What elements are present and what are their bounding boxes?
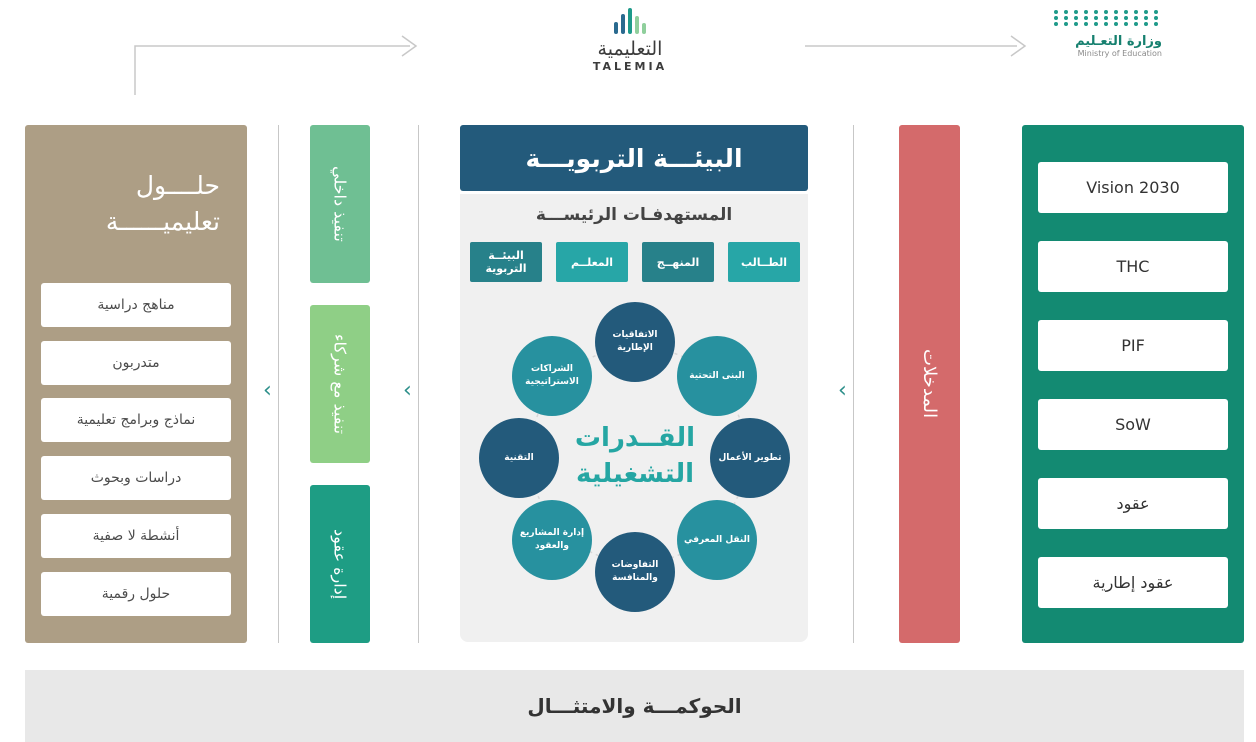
target-chip: المعلــم xyxy=(556,242,628,282)
target-chip: المنهــج xyxy=(642,242,714,282)
solution-item: أنشطة لا صفية xyxy=(41,514,231,558)
capability-circle: تطوير الأعمال xyxy=(710,418,790,498)
talemia-bars-icon xyxy=(575,8,685,34)
execution-contracts: إدارة عقود xyxy=(310,485,370,643)
capability-circle: النقل المعرفي xyxy=(677,500,757,580)
chevron-left-icon: ‹ xyxy=(838,378,847,403)
solution-item: دراسات وبحوث xyxy=(41,456,231,500)
solution-item: نماذج وبرامج تعليمية xyxy=(41,398,231,442)
capability-circle: التفاوضات والمنافسة xyxy=(595,532,675,612)
input-item: SoW xyxy=(1038,399,1228,450)
talemia-name-ar: التعليمية xyxy=(597,38,663,60)
targets-title: المستهدفـات الرئيســـة xyxy=(535,205,733,225)
capability-circle: البنى التحتية xyxy=(677,336,757,416)
target-chip: البيئــة التربوية xyxy=(470,242,542,282)
inputs-label: المدخلات xyxy=(919,349,940,419)
moe-logo: وزارة التعـليم Ministry of Education xyxy=(1054,10,1162,86)
input-item: عقود إطارية xyxy=(1038,557,1228,608)
moe-name-en: Ministry of Education xyxy=(1077,49,1162,58)
capability-circle: إدارة المشاريع والعقود xyxy=(512,500,592,580)
execution-contracts-label: إدارة عقود xyxy=(330,528,350,600)
solutions-title-line2: تعليميــــــة xyxy=(105,207,220,236)
execution-internal-label: تنفيذ داخلي xyxy=(330,166,350,242)
solution-item: مناهج دراسية xyxy=(41,283,231,327)
flow-arrow-right xyxy=(805,35,1027,57)
target-chip: الطــالب xyxy=(728,242,800,282)
governance-bar: الحوكمـــة والامتثـــال xyxy=(25,670,1244,742)
operational-capabilities-title: القــدرات التشغيلية xyxy=(560,420,710,492)
solutions-title-line1: حلــــول xyxy=(135,171,220,200)
capability-circle: التقنية xyxy=(479,418,559,498)
execution-internal: تنفيذ داخلي xyxy=(310,125,370,283)
solutions-title: حلــــول تعليميــــــة xyxy=(50,168,220,240)
execution-partners-label: تنفيذ مع شركاء xyxy=(330,333,350,435)
solution-item: حلول رقمية xyxy=(41,572,231,616)
inputs-bar: المدخلات xyxy=(899,125,960,643)
chevron-left-icon: ‹ xyxy=(403,378,412,403)
moe-name-ar: وزارة التعـليم xyxy=(1075,34,1162,49)
flow-arrow-left xyxy=(134,35,418,95)
center-title-line1: القــدرات xyxy=(574,423,696,453)
separator-line xyxy=(278,125,279,643)
chevron-left-icon: ‹ xyxy=(263,378,272,403)
talemia-name-en: TALEMIA xyxy=(592,60,668,73)
input-item: عقود xyxy=(1038,478,1228,529)
separator-line xyxy=(418,125,419,643)
input-item: THC xyxy=(1038,241,1228,292)
input-item: PIF xyxy=(1038,320,1228,371)
talemia-logo: التعليمية TALEMIA xyxy=(575,8,685,88)
separator-line xyxy=(853,125,854,643)
environment-title: البيئـــة التربويـــة xyxy=(460,125,808,191)
capability-circle: الاتفاقيات الإطارية xyxy=(595,302,675,382)
moe-dots-icon xyxy=(1054,10,1162,26)
solution-item: متدربون xyxy=(41,341,231,385)
center-title-line2: التشغيلية xyxy=(575,459,695,489)
capability-circle: الشراكات الاستراتيجية xyxy=(512,336,592,416)
execution-partners: تنفيذ مع شركاء xyxy=(310,305,370,463)
input-item: Vision 2030 xyxy=(1038,162,1228,213)
